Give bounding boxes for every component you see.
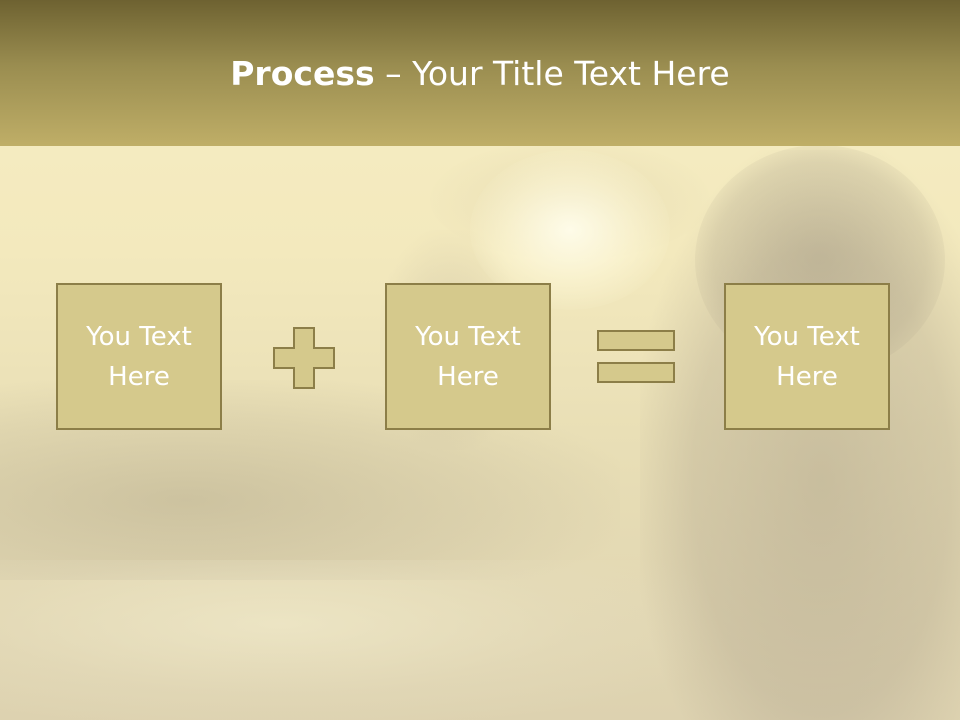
step-box-1[interactable]: You Text Here <box>56 283 222 430</box>
background-heart-hands <box>430 140 710 260</box>
slide-title[interactable]: Process – Your Title Text Here <box>0 52 960 96</box>
title-bold: Process <box>230 54 375 93</box>
step-box-3[interactable]: You Text Here <box>724 283 890 430</box>
equals-bar-top <box>597 330 675 351</box>
step-text-1: You Text Here <box>86 321 192 392</box>
background-water <box>0 560 700 720</box>
step-text-2: You Text Here <box>415 321 521 392</box>
background-person <box>640 150 960 720</box>
plus-icon <box>273 327 335 389</box>
equals-bar-bottom <box>597 362 675 383</box>
title-rest: – Your Title Text Here <box>374 54 730 93</box>
equals-icon <box>597 330 675 383</box>
step-box-2[interactable]: You Text Here <box>385 283 551 430</box>
step-text-3: You Text Here <box>754 321 860 392</box>
title-bar: Process – Your Title Text Here <box>0 0 960 146</box>
